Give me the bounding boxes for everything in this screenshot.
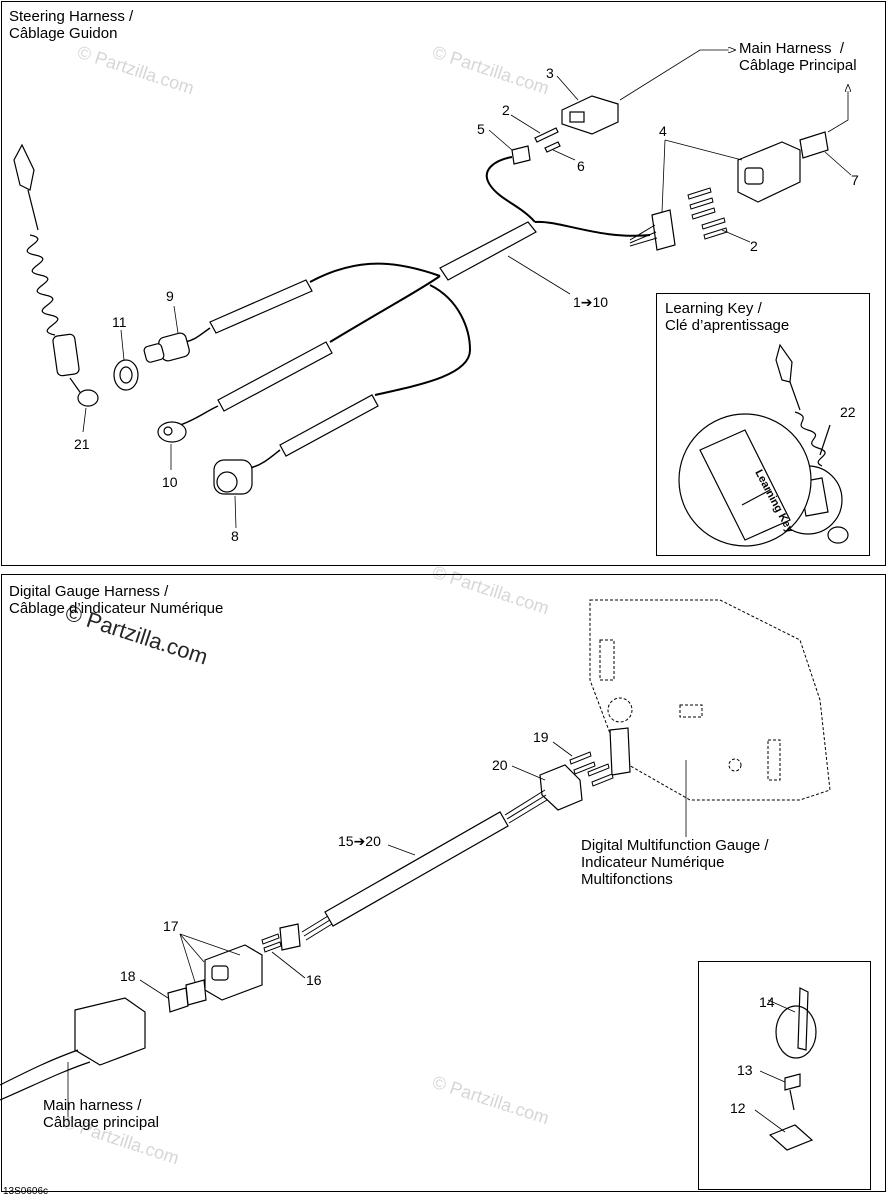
callout-3[interactable]: 3 xyxy=(546,65,554,81)
callout-16[interactable]: 16 xyxy=(306,972,322,988)
callout-1-10[interactable]: 1➔10 xyxy=(573,294,609,310)
main-harness-label-en: Main Harness / xyxy=(739,40,845,57)
connector-4 xyxy=(651,141,801,251)
lock-18 xyxy=(167,987,189,1013)
seal-5 xyxy=(511,145,531,165)
terminal-pins-19 xyxy=(569,751,614,787)
callout-8[interactable]: 8 xyxy=(231,528,239,544)
gauge-harness-wires xyxy=(301,789,548,941)
learning-key-artwork xyxy=(678,343,849,547)
gauge-label-line-3: Multifonctions xyxy=(581,871,673,888)
main-harness-bottom-en: Main harness / xyxy=(43,1097,142,1114)
steering-main-sleeve xyxy=(439,221,537,281)
ring-terminal-10 xyxy=(157,421,187,443)
callout-13[interactable]: 13 xyxy=(737,1062,753,1078)
callout-6[interactable]: 6 xyxy=(577,158,585,174)
steering-harness-wires xyxy=(309,156,651,396)
callout-10[interactable]: 10 xyxy=(162,474,178,490)
connector-3 xyxy=(561,95,619,135)
gauge-harness-title-fr: Câblage d’indicateur Numérique xyxy=(9,600,224,617)
digital-gauge xyxy=(589,599,831,801)
learning-key-title-fr: Clé d’aprentissage xyxy=(665,317,790,334)
callout-21[interactable]: 21 xyxy=(74,436,90,452)
hardware-inset xyxy=(698,961,871,1190)
pin-2-top xyxy=(534,127,559,143)
learning-key-title-en: Learning Key / xyxy=(665,300,762,317)
drawing-code: 13S0606c xyxy=(3,1186,49,1197)
top-leader-lines xyxy=(82,50,852,529)
learning-key-inset xyxy=(656,293,870,556)
callout-2-lower[interactable]: 2 xyxy=(750,238,758,254)
callout-7[interactable]: 7 xyxy=(851,172,859,188)
main-harness-label-fr: Câblage Principal xyxy=(739,57,857,74)
digital-gauge-harness-panel xyxy=(1,574,886,1192)
callout-22[interactable]: 22 xyxy=(840,404,856,420)
callout-4[interactable]: 4 xyxy=(659,123,667,139)
callout-19[interactable]: 19 xyxy=(533,729,549,745)
connector-9 xyxy=(143,332,190,363)
bottom-leader-lines xyxy=(67,741,796,1133)
wedge-7 xyxy=(799,131,829,159)
callout-17[interactable]: 17 xyxy=(163,918,179,934)
steering-harness-title-en: Steering Harness / xyxy=(9,8,134,25)
callout-11[interactable]: 11 xyxy=(112,314,127,330)
callout-18[interactable]: 18 xyxy=(120,968,136,984)
callout-15-20[interactable]: 15➔20 xyxy=(338,833,381,849)
hardware-artwork xyxy=(768,987,817,1151)
terminal-pins-16 xyxy=(261,933,282,953)
connector-4-wires xyxy=(629,224,658,247)
steering-harness-title-fr: Câblage Guidon xyxy=(9,25,118,42)
lanyard-21 xyxy=(13,143,99,407)
gauge-harness-title-en: Digital Gauge Harness / xyxy=(9,583,169,600)
callout-5[interactable]: 5 xyxy=(477,121,485,137)
connector-17 xyxy=(185,923,301,1006)
gauge-label-line-2: Indicateur Numérique xyxy=(581,854,725,871)
pins-2-lower xyxy=(687,187,728,240)
callout-14[interactable]: 14 xyxy=(759,994,775,1010)
branch-sleeves xyxy=(209,279,379,457)
gauge-harness-sleeve xyxy=(324,811,509,927)
main-harness-plug xyxy=(0,997,146,1101)
sensor-8 xyxy=(213,459,253,495)
callout-9[interactable]: 9 xyxy=(166,288,174,304)
pin-6 xyxy=(544,141,561,153)
gauge-label-line-1: Digital Multifunction Gauge / xyxy=(581,837,769,854)
callout-20[interactable]: 20 xyxy=(492,757,508,773)
gauge-connector-20 xyxy=(539,727,631,811)
callout-2-top[interactable]: 2 xyxy=(502,102,510,118)
callout-12[interactable]: 12 xyxy=(730,1100,746,1116)
main-harness-bottom-fr: Câblage principal xyxy=(43,1114,159,1131)
ring-nut-11 xyxy=(113,359,139,391)
